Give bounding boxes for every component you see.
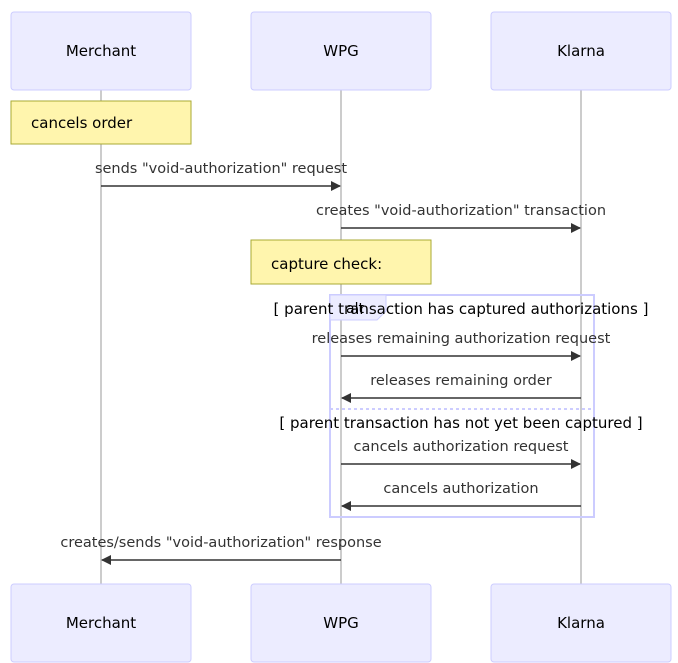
actor-label: Merchant bbox=[66, 42, 136, 60]
actor-merchant-bottom: Merchant bbox=[10, 583, 192, 663]
message-label: cancels authorization request bbox=[354, 439, 569, 455]
actor-merchant-top: Merchant bbox=[10, 11, 192, 91]
actor-wpg-top: WPG bbox=[250, 11, 432, 91]
actor-wpg-bottom: WPG bbox=[250, 583, 432, 663]
message-label: sends "void-authorization" request bbox=[95, 161, 347, 177]
actor-label: WPG bbox=[323, 42, 359, 60]
actor-label: Klarna bbox=[557, 614, 605, 632]
alt-frame bbox=[329, 294, 595, 518]
note-capture-check: capture check: bbox=[250, 239, 432, 285]
message-label: releases remaining order bbox=[370, 373, 552, 389]
actor-label: Klarna bbox=[557, 42, 605, 60]
alt-label: alt bbox=[346, 301, 364, 317]
actor-klarna-top: Klarna bbox=[490, 11, 672, 91]
actor-klarna-bottom: Klarna bbox=[490, 583, 672, 663]
alt-condition-2: [ parent transaction has not yet been ca… bbox=[279, 414, 642, 432]
message-label: creates "void-authorization" transaction bbox=[316, 203, 606, 219]
alt-label-box bbox=[329, 294, 387, 321]
actor-label: WPG bbox=[323, 614, 359, 632]
message-label: cancels authorization bbox=[383, 481, 538, 497]
note-text: cancels order bbox=[31, 114, 133, 132]
alt-block: alt [ parent transaction has captured au… bbox=[274, 294, 649, 518]
note-cancels-order: cancels order bbox=[10, 100, 192, 145]
message-label: releases remaining authorization request bbox=[312, 331, 611, 347]
alt-condition-1: [ parent transaction has captured author… bbox=[274, 300, 649, 318]
actor-label: Merchant bbox=[66, 614, 136, 632]
message-label: creates/sends "void-authorization" respo… bbox=[60, 535, 381, 551]
note-text: capture check: bbox=[271, 255, 382, 273]
